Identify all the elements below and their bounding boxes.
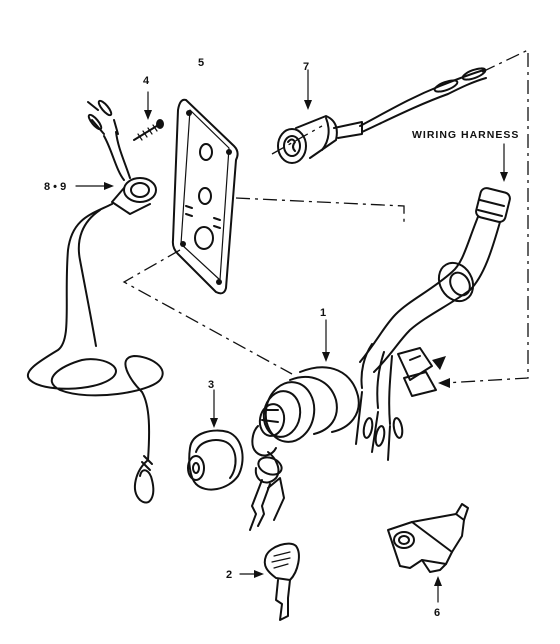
part-4-label: 4 bbox=[143, 75, 150, 87]
neutral-switch bbox=[277, 67, 487, 164]
part-3-label: 3 bbox=[208, 379, 214, 391]
part-8-9-label: 8 • 9 bbox=[44, 181, 66, 193]
part-7-label: 7 bbox=[303, 61, 309, 73]
spare-key bbox=[239, 542, 300, 621]
dash-plate bbox=[171, 98, 239, 295]
leader-lines bbox=[122, 48, 529, 388]
part-1-label: 1 bbox=[320, 307, 326, 319]
wiring-harness-label: WIRING HARNESS bbox=[412, 129, 519, 141]
wiring-harness bbox=[355, 143, 511, 461]
part-2-label: 2 bbox=[226, 569, 232, 581]
lanyard-cord bbox=[27, 203, 164, 504]
ignition-switch bbox=[249, 319, 360, 531]
screw bbox=[133, 91, 164, 141]
part-5-label: 5 bbox=[198, 57, 204, 69]
mounting-bracket bbox=[387, 503, 469, 603]
part-6-label: 6 bbox=[434, 607, 440, 619]
switch-cap bbox=[187, 389, 244, 491]
stop-switch bbox=[75, 99, 157, 215]
